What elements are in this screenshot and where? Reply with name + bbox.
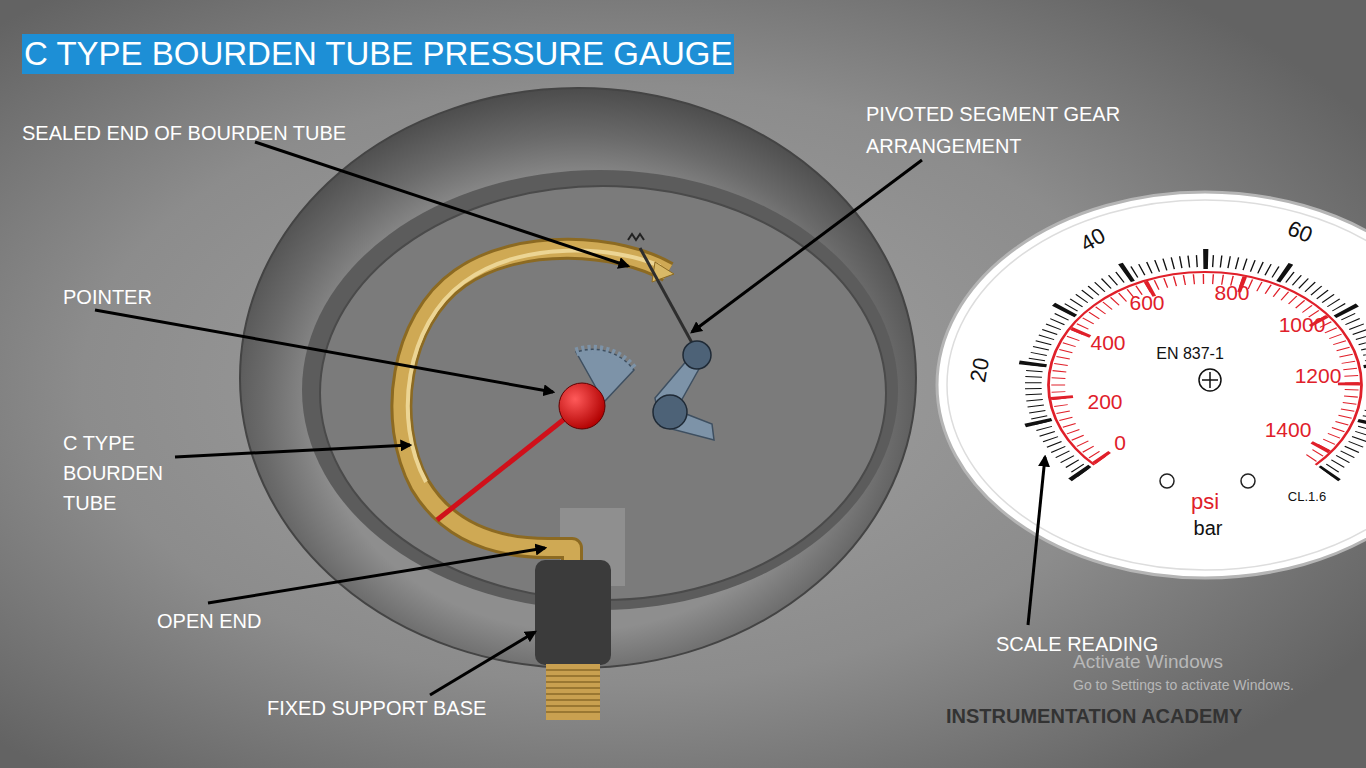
psi-number: 1200 <box>1295 364 1342 388</box>
diagram-title: C TYPE BOURDEN TUBE PRESSURE GAUGE <box>24 35 732 72</box>
leader-line <box>208 548 545 603</box>
part-label: C TYPE BOURDEN TUBE <box>63 428 183 518</box>
pivot-knob <box>653 395 687 429</box>
leader-line <box>175 445 410 457</box>
dial-face <box>937 192 1366 578</box>
unit-label: psi <box>1191 489 1219 515</box>
watermark: Go to Settings to activate Windows. <box>1073 676 1294 694</box>
psi-arc <box>1048 272 1361 465</box>
bar-number: 20 <box>965 356 995 385</box>
leader-line <box>1028 457 1045 625</box>
watermark: Activate Windows <box>1073 651 1223 673</box>
thread <box>546 664 600 720</box>
leader-lines <box>95 142 1045 695</box>
pointer-needle <box>437 405 582 520</box>
part-label: PIVOTED SEGMENT GEAR ARRANGEMENT <box>866 98 1151 162</box>
bar-major-ticks <box>1030 259 1366 474</box>
gear-teeth <box>576 349 634 370</box>
spring <box>628 234 644 240</box>
gauge-face <box>320 186 886 600</box>
psi-number: 1000 <box>1279 313 1326 337</box>
unit-label: bar <box>1194 517 1223 540</box>
casing-groove <box>302 170 898 610</box>
watermark: INSTRUMENTATION ACADEMY <box>946 704 1242 728</box>
thread-lines <box>546 670 600 712</box>
psi-number: 800 <box>1214 281 1249 305</box>
support-base <box>535 560 611 665</box>
dial-scale <box>1030 259 1366 474</box>
psi-number: 200 <box>1087 390 1122 414</box>
leader-line <box>430 632 535 695</box>
title-band: C TYPE BOURDEN TUBE PRESSURE GAUGE <box>22 34 734 74</box>
accuracy-class: CL.1.6 <box>1288 489 1326 504</box>
dial-screw <box>1160 474 1174 488</box>
psi-minor-ticks <box>1058 279 1352 460</box>
psi-number: 0 <box>1114 431 1126 455</box>
leader-line <box>692 160 922 332</box>
leader-line <box>95 310 553 392</box>
standard-code: EN 837-1 <box>1156 345 1224 363</box>
part-label: POINTER <box>63 285 152 309</box>
gauge-casing <box>240 88 916 668</box>
pivot-knob <box>683 341 711 369</box>
center-mark <box>1199 369 1221 391</box>
bourdon-tube <box>401 249 668 566</box>
part-label: OPEN END <box>157 609 261 633</box>
pointer-hub <box>559 383 605 429</box>
psi-major-ticks <box>1061 281 1349 459</box>
psi-number: 400 <box>1090 331 1125 355</box>
link-rod <box>640 248 697 352</box>
part-label: SEALED END OF BOURDEN TUBE <box>22 121 346 145</box>
psi-number: 1400 <box>1265 418 1312 442</box>
tube-highlight <box>408 251 660 482</box>
part-label: FIXED SUPPORT BASE <box>267 696 486 720</box>
bourdon-tube-shadow <box>401 249 668 566</box>
psi-number: 600 <box>1129 291 1164 315</box>
bar-minor-ticks <box>1033 261 1366 473</box>
dial-screw <box>1241 474 1255 488</box>
center-cross <box>1202 372 1218 388</box>
leader-line <box>255 142 628 266</box>
dial-rim <box>947 200 1366 570</box>
gauge-dial: 4060206008001000400120020014000EN 837-1p… <box>935 190 1366 580</box>
